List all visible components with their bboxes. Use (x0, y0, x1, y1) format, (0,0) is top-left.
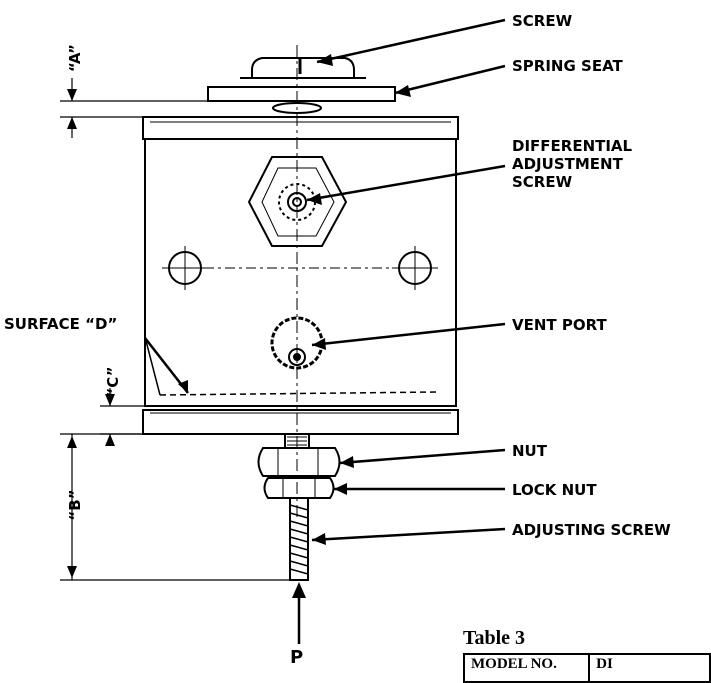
bottom-plate (142, 409, 459, 435)
table-header-di: DI (588, 653, 711, 683)
differential-label-line1: DIFFERENTIAL (512, 137, 633, 155)
pressure-switch-diagram: SCREW SPRING SEAT DIFFERENTIAL ADJUSTMEN… (4, 12, 671, 666)
table-3: MODEL NO. DI (462, 653, 711, 683)
vent-port-label: VENT PORT (512, 316, 607, 334)
dimension-a (60, 78, 208, 138)
dimension-b-label: “B” (66, 489, 84, 520)
nut-leader (339, 448, 506, 465)
spring-seat (207, 86, 396, 114)
surface-d-label: SURFACE “D” (4, 315, 117, 333)
spring-seat-leader (394, 64, 506, 95)
force-p-label: P (290, 647, 303, 666)
differential-label-line2: ADJUSTMENT (512, 155, 624, 173)
dimension-c-label: “C” (104, 366, 122, 397)
screw-leader (316, 18, 506, 64)
adjusting-screw-label: ADJUSTING SCREW (512, 521, 671, 539)
dimension-a-label: “A” (66, 44, 84, 72)
adjusting-screw (289, 497, 309, 581)
spring-seat-label: SPRING SEAT (512, 57, 624, 75)
lock-nut (263, 477, 335, 499)
differential-leader (306, 164, 506, 202)
nut-label: NUT (512, 442, 548, 460)
screw-label: SCREW (512, 12, 573, 30)
surface-d-line (159, 391, 438, 396)
differential-label-line3: SCREW (512, 173, 573, 191)
lock-nut-label: LOCK NUT (512, 481, 597, 499)
nut (257, 447, 341, 477)
table-header-row: MODEL NO. DI (462, 653, 711, 683)
vent-port-leader (311, 322, 506, 347)
dimension-b (60, 433, 290, 581)
adjusting-screw-leader (311, 527, 506, 542)
table-title: Table 3 (463, 627, 526, 649)
table-header-model-no: MODEL NO. (462, 653, 591, 683)
switch-body (144, 138, 457, 407)
top-screw (240, 57, 366, 79)
top-plate (142, 116, 459, 140)
